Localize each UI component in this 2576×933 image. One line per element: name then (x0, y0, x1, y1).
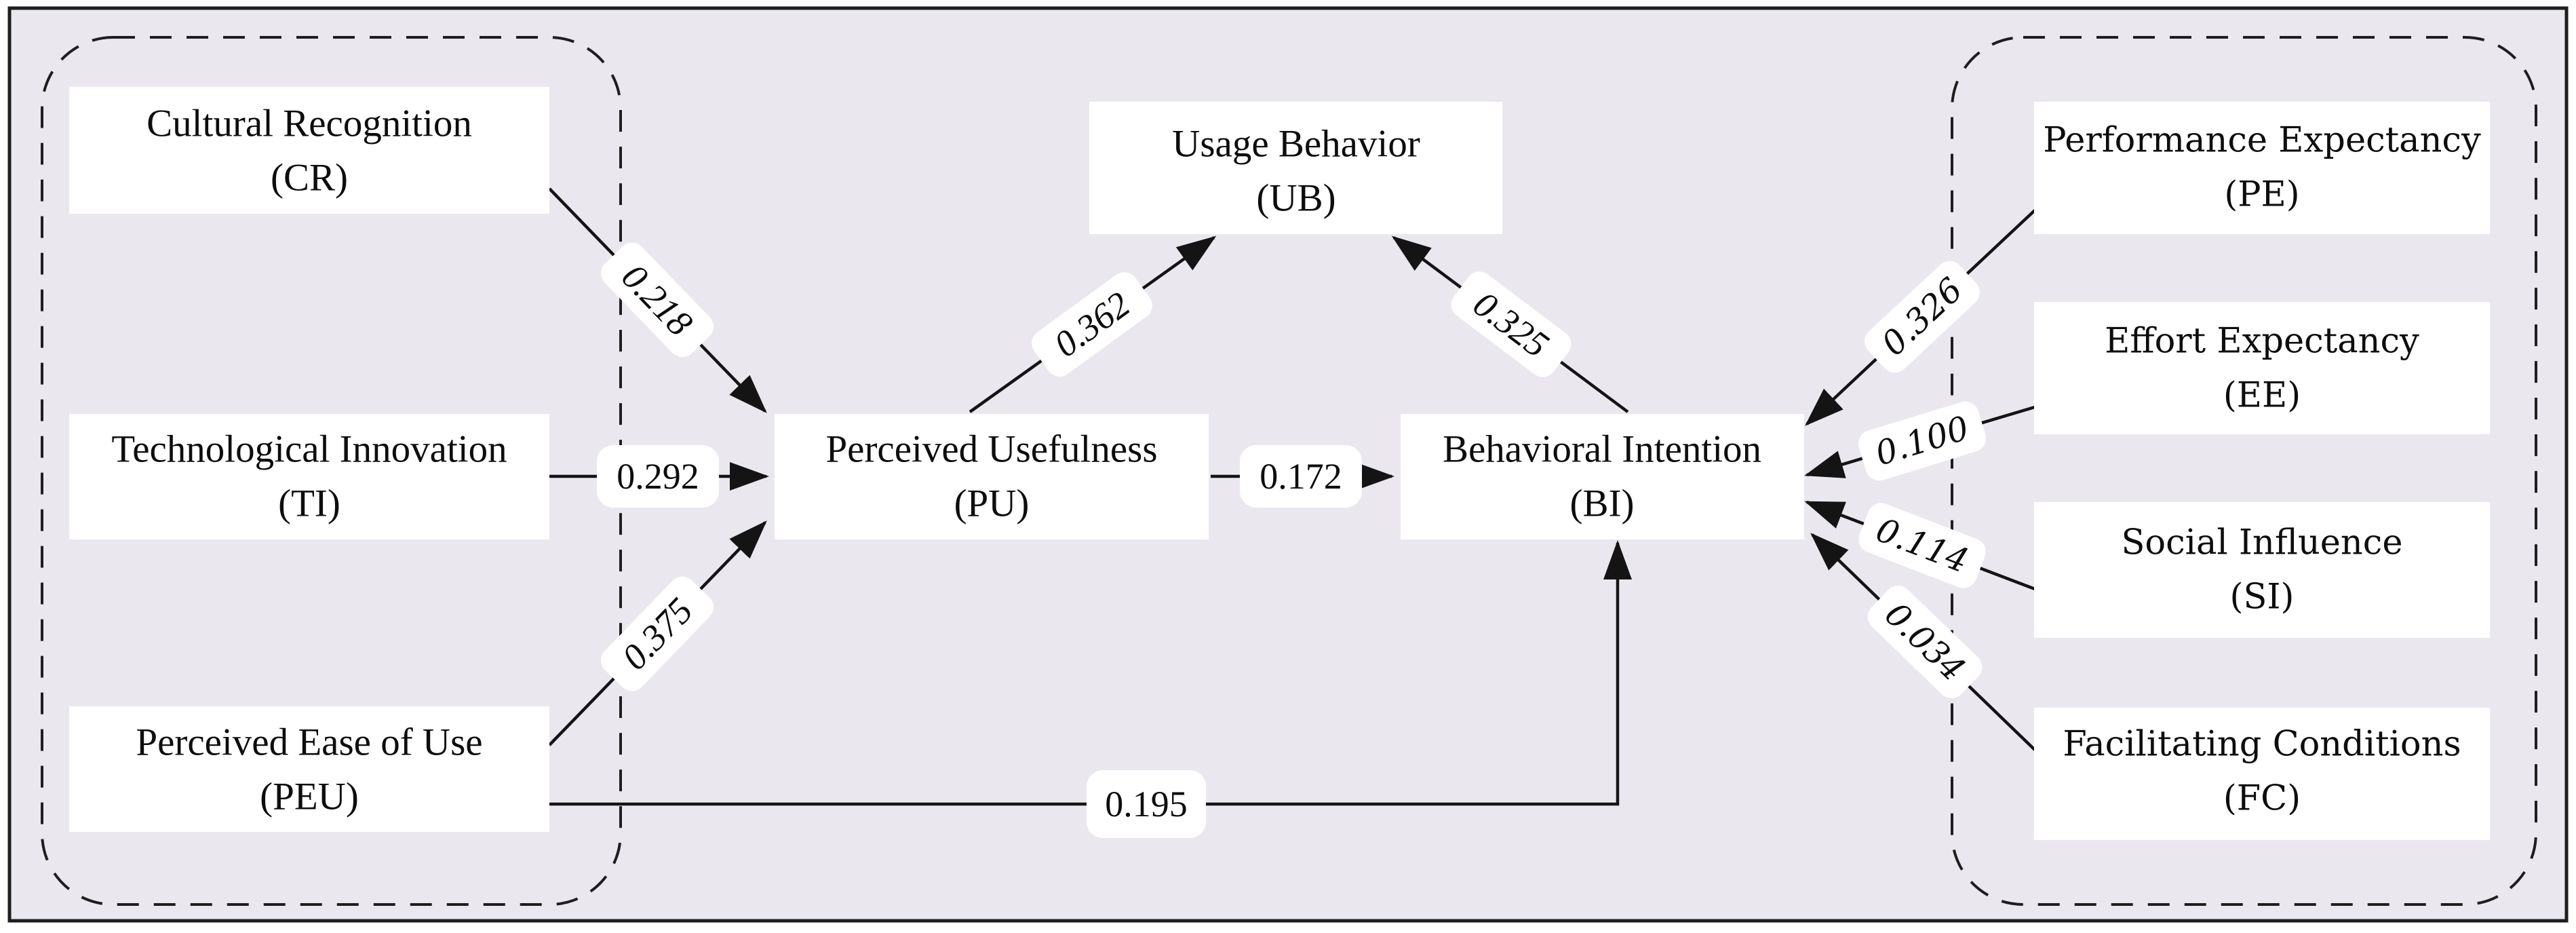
node-technological-innovation: Technological Innovation (TI) (69, 414, 549, 539)
node-label: Perceived Ease of Use (136, 721, 482, 764)
node-label: Cultural Recognition (147, 102, 472, 145)
coefficient-pill (1865, 261, 1980, 373)
coefficient-pill (601, 576, 714, 691)
coefficient-pill (1032, 272, 1152, 377)
coefficient-pill (1087, 770, 1206, 838)
node-perceived-ease-of-use: Perceived Ease of Use (PEU) (69, 706, 549, 832)
path-peu-bi-arrow (549, 540, 1632, 806)
coefficient-value: 0.292 (617, 456, 699, 497)
node-abbr: (PU) (954, 482, 1030, 525)
node-usage-behavior: Usage Behavior (UB) (1089, 102, 1502, 234)
node-box (2034, 502, 2490, 638)
coefficient-value: 0.195 (1105, 784, 1188, 824)
node-box (2034, 302, 2490, 434)
node-abbr: (TI) (278, 482, 340, 525)
coefficient-value: 0.172 (1260, 456, 1342, 497)
node-label: Effort Expectancy (2105, 322, 2419, 362)
node-behavioral-intention: Behavioral Intention (BI) (1401, 414, 1804, 539)
node-box (2034, 102, 2490, 234)
node-label: Behavioral Intention (1443, 428, 1761, 471)
node-abbr: (EE) (2223, 376, 2301, 416)
path-ti-pu-label: 0.292 (597, 445, 719, 508)
coefficient-pill (1240, 445, 1362, 508)
node-performance-expectancy: Performance Expectancy (PE) (2034, 102, 2490, 234)
node-abbr: (SI) (2230, 577, 2295, 617)
node-label: Performance Expectancy (2043, 121, 2481, 161)
node-label: Perceived Usefulness (825, 428, 1157, 471)
node-abbr: (FC) (2223, 779, 2301, 819)
coefficient-pill (597, 445, 719, 508)
node-box (2034, 708, 2490, 840)
node-abbr: (CR) (271, 157, 348, 199)
node-label: Facilitating Conditions (2063, 725, 2461, 765)
node-abbr: (BI) (1570, 482, 1635, 525)
node-social-influence: Social Influence (SI) (2034, 502, 2490, 638)
node-effort-expectancy: Effort Expectancy (EE) (2034, 302, 2490, 434)
path-pu-bi-label: 0.172 (1240, 445, 1362, 508)
node-facilitating-conditions: Facilitating Conditions (FC) (2034, 708, 2490, 840)
node-box (69, 87, 549, 214)
coefficient-pill (601, 242, 714, 358)
node-label: Usage Behavior (1172, 123, 1420, 166)
coefficient-pill (1858, 503, 1986, 588)
node-cultural-recognition: Cultural Recognition (CR) (69, 87, 549, 214)
node-box (69, 706, 549, 832)
node-box (1401, 414, 1804, 539)
node-abbr: (PE) (2224, 175, 2299, 215)
nodes-layer: Cultural Recognition (CR) Technological … (69, 87, 2490, 840)
coefficient-pill (1451, 271, 1572, 377)
node-label: Social Influence (2121, 523, 2402, 563)
coefficient-pill (1867, 586, 1983, 698)
path-peu-bi-label: 0.195 (1087, 770, 1206, 838)
node-perceived-usefulness: Perceived Usefulness (PU) (775, 414, 1209, 539)
node-box (69, 414, 549, 539)
node-label: Technological Innovation (111, 428, 507, 471)
node-box (1089, 102, 1502, 234)
right-group-outline (1951, 36, 2537, 906)
coefficient-pill (1858, 401, 1987, 481)
node-abbr: (UB) (1256, 177, 1335, 220)
node-box (775, 414, 1209, 539)
node-abbr: (PEU) (260, 776, 359, 818)
